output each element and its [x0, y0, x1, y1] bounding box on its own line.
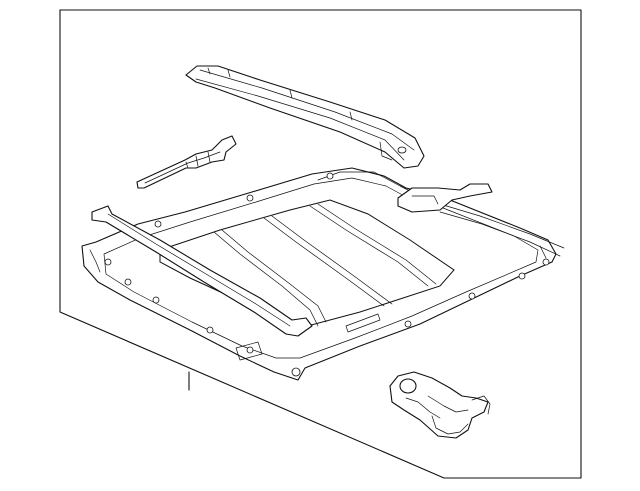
front-rail[interactable]: [185, 65, 425, 169]
side-bracket[interactable]: [136, 135, 237, 189]
frame-top-bracket: [397, 183, 493, 213]
sunroof-frame-assembly[interactable]: [81, 167, 565, 381]
sunroof-motor[interactable]: [389, 371, 491, 439]
background-panel: [59, 9, 582, 479]
drain-tube-seal[interactable]: [91, 205, 313, 337]
